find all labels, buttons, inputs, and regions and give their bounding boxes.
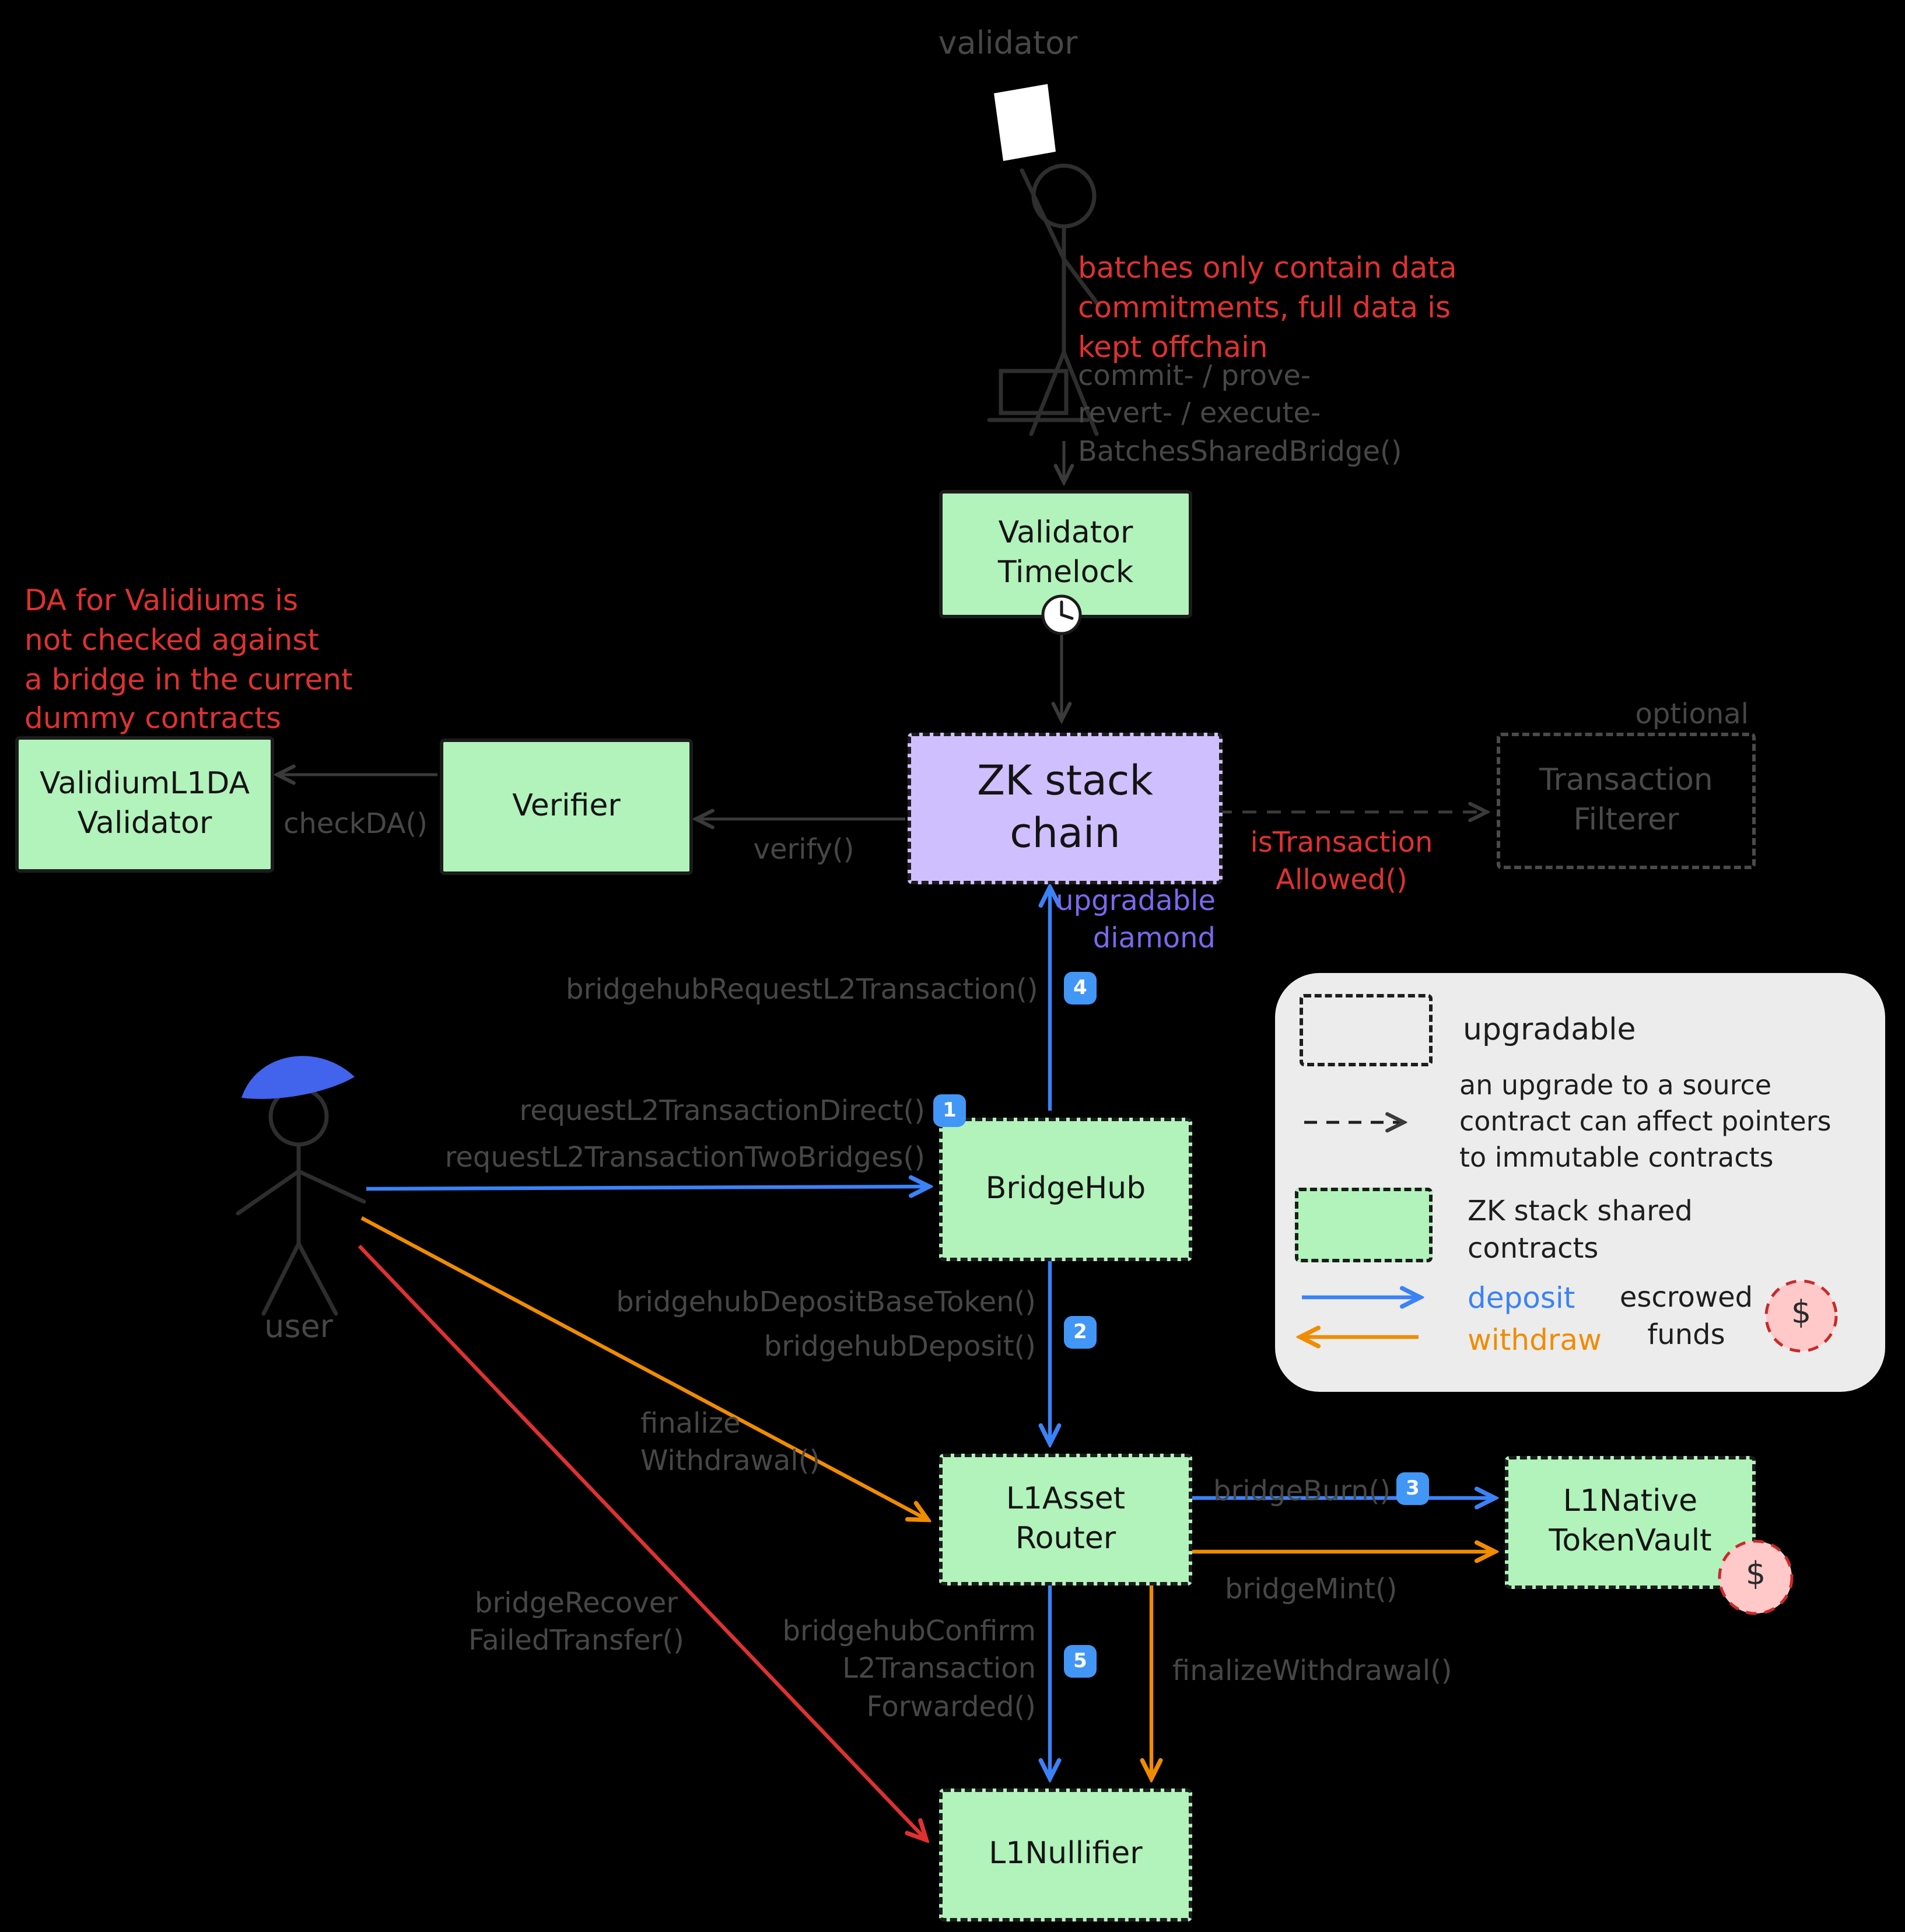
step-badge-2: 2 (1064, 1316, 1097, 1349)
cap-icon (241, 1056, 355, 1099)
legend-deposit-label: deposit (1468, 1281, 1575, 1315)
note-da-validiums: DA for Validiums is not checked against … (24, 583, 353, 736)
arrow-user-to-nullifier-recover (358, 1244, 925, 1839)
edge-label-bridgehub-deposit: bridgehubDeposit() (764, 1330, 1036, 1363)
node-l1-native-token-vault: L1Native TokenVault (1505, 1456, 1756, 1589)
step-badge-4: 4 (1064, 972, 1097, 1005)
user-arm-left (236, 1169, 301, 1216)
vault-escrowed-funds-icon (1718, 1539, 1794, 1615)
actor-user-label: user (264, 1309, 333, 1345)
edge-label-bridge-recover-failed-transfer: bridgeRecover FailedTransfer() (468, 1587, 684, 1657)
node-verifier-label: Verifier (512, 788, 621, 824)
legend-withdraw-label: withdraw (1468, 1323, 1602, 1357)
node-transaction-filterer: Transaction Filterer (1497, 733, 1756, 869)
node-validium-l1da-validator: ValidiumL1DA Validator (15, 736, 274, 873)
step-badge-1: 1 (933, 1094, 966, 1127)
edge-label-request-l2-transaction-direct: requestL2TransactionDirect() (519, 1094, 925, 1127)
clock-icon (1041, 594, 1082, 635)
legend-dollar-sign: $ (1791, 1295, 1812, 1331)
tag-optional: optional (1635, 698, 1749, 730)
validator-arm-left (1020, 168, 1066, 261)
edge-label-finalize-withdrawal-user: finalize Withdrawal() (640, 1407, 821, 1478)
vault-dollar-sign: $ (1745, 1556, 1766, 1592)
node-l1-nullifier-label: L1Nullifier (989, 1836, 1143, 1872)
legend-upgrade-pointer-label: an upgrade to a source contract can affe… (1459, 1071, 1832, 1174)
user-figure (236, 1056, 366, 1316)
arrow-user-to-assetrouter-withdraw (360, 1216, 926, 1519)
edge-label-bridgehub-deposit-base-token: bridgehubDepositBaseToken() (616, 1286, 1036, 1318)
actor-validator-label: validator (938, 26, 1078, 62)
validator-figure (987, 84, 1101, 436)
node-bridgehub: BridgeHub (939, 1118, 1192, 1261)
edge-label-bridgehub-request-l2-transaction: bridgehubRequestL2Transaction() (566, 973, 1038, 1006)
legend-shared-contracts-label: ZK stack shared contracts (1468, 1195, 1693, 1265)
note-validator-calls: commit- / prove- revert- / execute- Batc… (1078, 359, 1402, 468)
note-upgradable-diamond: upgradable diamond (1056, 884, 1216, 955)
node-l1-nullifier: L1Nullifier (939, 1788, 1192, 1922)
edge-label-request-l2-transaction-two-bridges: requestL2TransactionTwoBridges() (444, 1141, 925, 1174)
edge-label-bridge-mint: bridgeMint() (1225, 1573, 1398, 1605)
node-l1-asset-router: L1Asset Router (939, 1454, 1192, 1586)
node-bridgehub-label: BridgeHub (985, 1171, 1146, 1206)
note-batches-offchain: batches only contain data commitments, f… (1078, 251, 1457, 363)
legend-shared-swatch (1295, 1188, 1433, 1262)
laptop-icon (999, 369, 1069, 415)
legend-escrowed-funds-label: escrowed funds (1619, 1281, 1753, 1352)
node-zk-stack-chain: ZK stack chain (908, 733, 1223, 884)
step-badge-5: 5 (1064, 1645, 1097, 1678)
edge-label-bridgehub-confirm-l2-transaction-forwarded: bridgehubConfirm L2Transaction Forwarded… (782, 1615, 1036, 1723)
user-arm-right (296, 1169, 366, 1204)
validator-arm-right (1062, 257, 1101, 308)
node-transaction-filterer-label: Transaction Filterer (1539, 762, 1713, 837)
node-validium-l1da-validator-label: ValidiumL1DA Validator (39, 766, 250, 841)
node-l1-asset-router-label: L1Asset Router (1006, 1481, 1126, 1556)
legend-escrowed-funds-icon (1764, 1279, 1838, 1353)
edge-label-is-transaction-allowed: isTransaction Allowed() (1250, 826, 1433, 897)
edge-label-check-da: checkDA() (283, 807, 428, 840)
edge-label-verify: verify() (753, 833, 855, 866)
edge-label-finalize-withdrawal: finalizeWithdrawal() (1172, 1654, 1452, 1687)
legend-upgradable-label: upgradable (1463, 1013, 1636, 1048)
user-leg-left (261, 1241, 301, 1316)
node-verifier: Verifier (440, 738, 693, 875)
node-validator-timelock-label: Validator Timelock (997, 516, 1134, 590)
arrow-user-to-bridgehub (366, 1186, 927, 1189)
node-zk-stack-chain-label: ZK stack chain (977, 758, 1153, 858)
paper-icon (994, 84, 1056, 161)
validator-leg-right (1062, 350, 1099, 436)
legend-upgradable-swatch (1300, 994, 1433, 1066)
edge-label-bridge-burn: bridgeBurn() (1213, 1475, 1391, 1507)
user-leg-right (296, 1241, 338, 1316)
node-l1-native-token-vault-label: L1Native TokenVault (1549, 1484, 1712, 1559)
step-badge-3: 3 (1396, 1472, 1429, 1505)
